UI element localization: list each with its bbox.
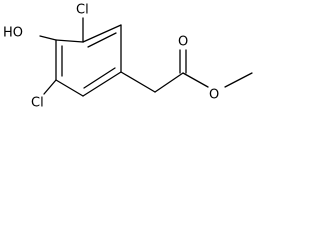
ring-bond-c6-c1 <box>55 39 84 43</box>
ring-bond-c4-c5 <box>55 79 84 97</box>
chlorine-top-label: Cl <box>76 3 89 18</box>
bond-ring-to-hydroxyl <box>39 35 57 41</box>
ring-double-bond-inner-1 <box>87 32 117 48</box>
chlorine-bottom-label: Cl <box>31 96 44 111</box>
bond-ring-to-cl-bottom <box>43 79 57 95</box>
bond-ring-to-ch2 <box>120 71 156 93</box>
hydroxyl-label: HO <box>3 26 23 41</box>
ring-double-bond-inner-2 <box>83 67 116 89</box>
ester-oxygen-label: O <box>209 88 219 103</box>
carbonyl-oxygen-label: O <box>178 35 188 50</box>
bond-ch2-to-carbonyl-carbon <box>154 72 184 93</box>
bond-carbonyl-carbon-to-ester-oxygen <box>182 72 209 88</box>
ring-bond-c1-c2 <box>82 24 122 43</box>
ring-bond-c3-c4 <box>82 71 122 97</box>
benzene-ring <box>55 24 122 97</box>
chemical-structure-diagram: Cl HO Cl O O <box>3 3 253 111</box>
bond-ester-oxygen-to-methyl <box>224 72 253 88</box>
